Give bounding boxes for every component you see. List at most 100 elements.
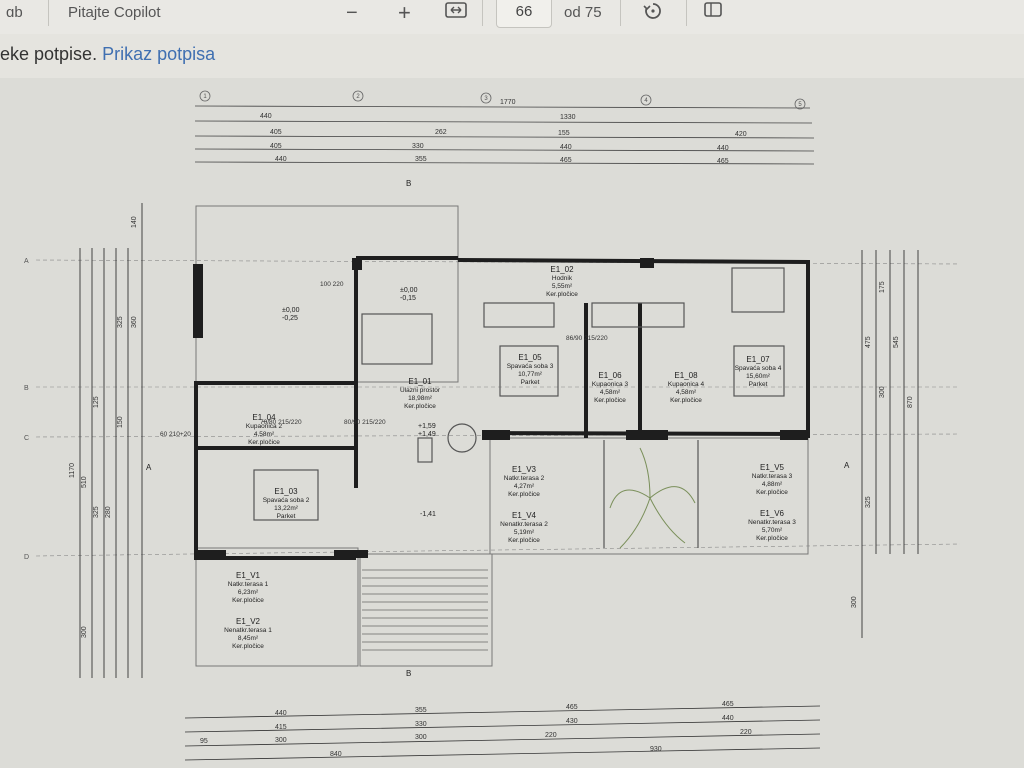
svg-text:Ker.pločice: Ker.pločice bbox=[546, 291, 578, 298]
level-4: +1,59 bbox=[418, 423, 436, 430]
svg-text:E1_V1: E1_V1 bbox=[236, 571, 261, 580]
room-E1_V4: E1_V4 Nenatkr.terasa 2 5,19m² Ker.pločic… bbox=[500, 511, 548, 544]
copilot-button[interactable]: Pitajte Copilot bbox=[68, 4, 161, 21]
axis-bubbles-top bbox=[199, 90, 806, 110]
room-E1_08: E1_08 Kupaonica 4 4,58m² Ker.pločice bbox=[668, 371, 705, 404]
level-1: -0,25 bbox=[282, 315, 298, 322]
svg-text:8,45m²: 8,45m² bbox=[238, 635, 259, 642]
svg-text:Ker.pločice: Ker.pločice bbox=[404, 403, 436, 410]
door-label-2: 70/80 215/220 bbox=[260, 419, 302, 426]
axis-C: C bbox=[24, 435, 29, 442]
page-view-icon-graphic bbox=[704, 2, 722, 17]
page-view-icon[interactable] bbox=[702, 0, 724, 26]
dim-top-1: 440 bbox=[260, 113, 272, 120]
svg-text:E1_05: E1_05 bbox=[518, 353, 542, 362]
section-marks: A A B B bbox=[146, 179, 850, 678]
dim-left-1170: 1170 bbox=[69, 463, 76, 478]
dim-right-545: 545 bbox=[893, 336, 900, 348]
svg-text:E1_02: E1_02 bbox=[550, 265, 574, 274]
svg-text:Natkr.terasa 2: Natkr.terasa 2 bbox=[504, 475, 545, 482]
svg-text:13,22m²: 13,22m² bbox=[274, 505, 299, 512]
axis-4: 4 bbox=[644, 98, 648, 104]
svg-text:E1_V2: E1_V2 bbox=[236, 617, 261, 626]
dim-total-top: 1770 bbox=[500, 99, 516, 106]
section-A-right: A bbox=[844, 461, 850, 470]
page-number-input[interactable]: 66 bbox=[496, 0, 552, 28]
svg-text:Natkr.terasa 3: Natkr.terasa 3 bbox=[752, 473, 793, 480]
svg-text:Parket: Parket bbox=[749, 381, 768, 388]
room-E1_07: E1_07 Spavaća soba 4 15,60m² Parket bbox=[735, 355, 782, 388]
room-E1_V2: E1_V2 Nenatkr.terasa 1 8,45m² Ker.pločic… bbox=[224, 617, 272, 650]
svg-text:6,23m²: 6,23m² bbox=[238, 589, 259, 596]
top-dimension-lines bbox=[194, 105, 815, 165]
toolbar-divider bbox=[48, 0, 49, 26]
svg-text:Natkr.terasa 1: Natkr.terasa 1 bbox=[228, 581, 269, 588]
dim-bottom-95: 95 bbox=[200, 738, 208, 745]
dim-top-440a: 440 bbox=[560, 144, 572, 151]
show-signatures-link[interactable]: Prikaz potpisa bbox=[102, 44, 216, 64]
dim-bottom-440: 440 bbox=[722, 715, 734, 722]
inner-partitions bbox=[253, 267, 785, 548]
svg-text:Hodnik: Hodnik bbox=[552, 275, 573, 282]
svg-text:Kupaonica 3: Kupaonica 3 bbox=[592, 381, 629, 388]
dim-top-355: 355 bbox=[415, 156, 427, 163]
signature-text: eke potpise. bbox=[0, 44, 98, 64]
dim-left-125: 125 bbox=[93, 396, 100, 408]
dim-left-150: 150 bbox=[117, 416, 124, 428]
svg-text:Ker.pločice: Ker.pločice bbox=[756, 489, 788, 496]
level-3: -0,15 bbox=[400, 295, 416, 302]
level-2: ±0,00 bbox=[400, 287, 418, 294]
fit-page-icon[interactable] bbox=[444, 0, 468, 26]
svg-text:5,55m²: 5,55m² bbox=[552, 283, 573, 290]
room-E1_04: E1_04 Kupaonica 2 4,58m² Ker.pločice bbox=[246, 413, 283, 446]
dim-top-262: 262 bbox=[435, 129, 447, 136]
room-E1_V3: E1_V3 Natkr.terasa 2 4,27m² Ker.pločice bbox=[504, 465, 545, 498]
pdf-page: 1770 440 1330 405 262 155 420 405 330 44… bbox=[0, 78, 1024, 768]
right-dimension-lines bbox=[861, 250, 919, 638]
svg-text:18,98m²: 18,98m² bbox=[408, 395, 433, 402]
dim-left-280: 280 bbox=[105, 506, 112, 518]
svg-text:E1_V6: E1_V6 bbox=[760, 509, 785, 518]
svg-text:Ker.pločice: Ker.pločice bbox=[594, 397, 626, 404]
dim-top-440b: 440 bbox=[717, 145, 729, 152]
zoom-out-button[interactable]: − bbox=[346, 2, 358, 24]
dim-bottom-430: 430 bbox=[566, 718, 578, 725]
toolbar-divider bbox=[620, 0, 621, 26]
room-labels: E1_01 Ulazni prostor 18,98m² Ker.pločice… bbox=[224, 265, 796, 650]
axis-5: 5 bbox=[798, 102, 802, 108]
axis-grid-lines bbox=[35, 259, 961, 557]
zoom-in-button[interactable]: + bbox=[398, 0, 411, 25]
wall-blocks bbox=[193, 258, 808, 558]
dim-right-475: 475 bbox=[865, 336, 872, 348]
dim-bottom-330: 330 bbox=[415, 721, 427, 728]
section-B-top: B bbox=[406, 179, 411, 188]
level-6: -1,41 bbox=[420, 511, 436, 518]
stairs bbox=[362, 569, 488, 651]
dim-top-405b: 405 bbox=[270, 143, 282, 150]
dim-bottom-220b: 220 bbox=[740, 729, 752, 736]
svg-text:15,60m²: 15,60m² bbox=[746, 373, 771, 380]
left-dimension-lines bbox=[79, 203, 143, 678]
pdf-toolbar: ɑb Pitajte Copilot − + 66 od 75 bbox=[0, 0, 1024, 35]
axis-labels-side: A B C D bbox=[24, 258, 29, 561]
dim-bottom-465b: 465 bbox=[722, 701, 734, 708]
text-tool-icon[interactable]: ɑb bbox=[6, 4, 23, 21]
svg-text:4,27m²: 4,27m² bbox=[514, 483, 535, 490]
dim-bottom-300a: 300 bbox=[275, 737, 287, 744]
axis-D: D bbox=[24, 554, 29, 561]
room-E1_V5: E1_V5 Natkr.terasa 3 4,88m² Ker.pločice bbox=[752, 463, 793, 496]
axis-3: 3 bbox=[484, 96, 488, 102]
svg-text:Parket: Parket bbox=[521, 379, 540, 386]
dim-top-465a: 465 bbox=[560, 157, 572, 164]
rotate-icon[interactable] bbox=[642, 0, 664, 26]
dim-left-510: 510 bbox=[81, 476, 88, 488]
dim-top-330: 330 bbox=[412, 143, 424, 150]
svg-text:Spavaća soba 3: Spavaća soba 3 bbox=[507, 363, 554, 370]
signature-info-bar: eke potpise. Prikaz potpisa bbox=[0, 34, 1024, 78]
dim-left-300: 300 bbox=[81, 626, 88, 638]
dim-right-175: 175 bbox=[879, 281, 886, 293]
level-5: +1,49 bbox=[418, 431, 436, 438]
toolbar-divider bbox=[686, 0, 687, 26]
svg-text:Spavaća soba 2: Spavaća soba 2 bbox=[263, 497, 310, 504]
svg-text:Nenatkr.terasa 1: Nenatkr.terasa 1 bbox=[224, 627, 272, 634]
